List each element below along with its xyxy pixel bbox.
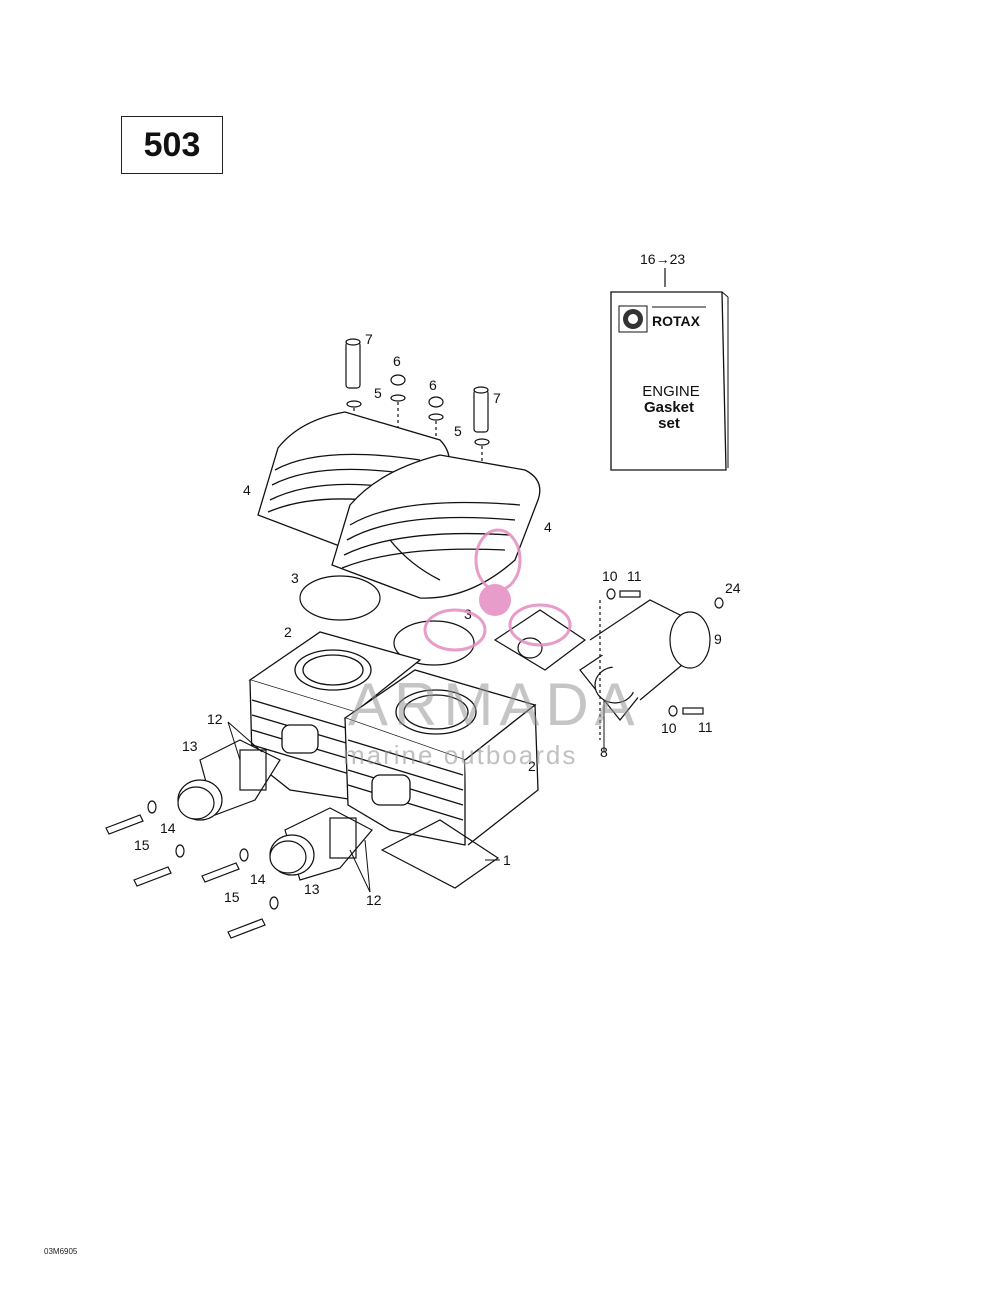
callout-3-left: 3 [291,570,299,586]
intake-manifold-right [269,807,373,881]
callout-11-top: 11 [627,568,642,584]
kit-line-1: ENGINE [642,383,700,400]
callout-5-left: 5 [374,385,382,401]
head-gaskets [299,575,475,666]
callout-4-right: 4 [544,519,552,535]
exhaust-flange-parts [493,588,724,740]
callout-12-right: 12 [366,892,382,908]
callout-7-right: 7 [493,390,501,406]
callout-4-left: 4 [243,482,251,498]
callout-1: 1 [503,852,511,868]
callout-13-right: 13 [304,881,320,897]
callout-12-left: 12 [207,711,223,727]
page-number-box: 503 [121,116,223,174]
watermark-subtitle: marine outboards [343,740,578,770]
callout-10-top: 10 [602,568,618,584]
callout-3-right: 3 [464,606,472,622]
cylinder-front [343,669,539,846]
kit-line-3: set [658,415,680,432]
callout-7-left: 7 [365,331,373,347]
callout-2-left: 2 [284,624,292,640]
intake-manifold-left [177,739,281,821]
callout-14-left: 14 [160,820,176,836]
callout-24: 24 [725,580,741,596]
callout-15-right: 15 [224,889,240,905]
kit-line-2: Gasket [644,399,694,416]
callout-11-bottom: 11 [698,719,713,735]
base-gasket [380,819,500,889]
callout-10-bottom: 10 [661,720,677,736]
manifold-bolts [105,800,279,939]
cylinder-rear [248,631,422,801]
callout-8: 8 [600,744,608,760]
callout-13-left: 13 [182,738,198,754]
rotax-logo-icon [618,305,648,333]
gasket-kit-illustration: ROTAX ENGINE Gasket set [610,268,729,471]
callout-leaders [227,700,605,893]
callout-14-right: 14 [250,871,266,887]
watermark-title: ARMADA [348,671,641,738]
callout-15-left: 15 [134,837,150,853]
watermark-propeller-icon [423,528,572,652]
callout-9: 9 [714,631,722,647]
cylinder-head-front [331,454,541,599]
kit-brand: ROTAX [652,313,701,329]
page-number: 503 [143,125,201,164]
callout-6-right: 6 [429,377,437,393]
callout-6-left: 6 [393,353,401,369]
gasket-kit-reference: 16→23 [640,251,686,267]
reference-code: 03M6905 [44,1247,78,1256]
callout-5-right: 5 [454,423,462,439]
callout-2-right: 2 [528,758,536,774]
